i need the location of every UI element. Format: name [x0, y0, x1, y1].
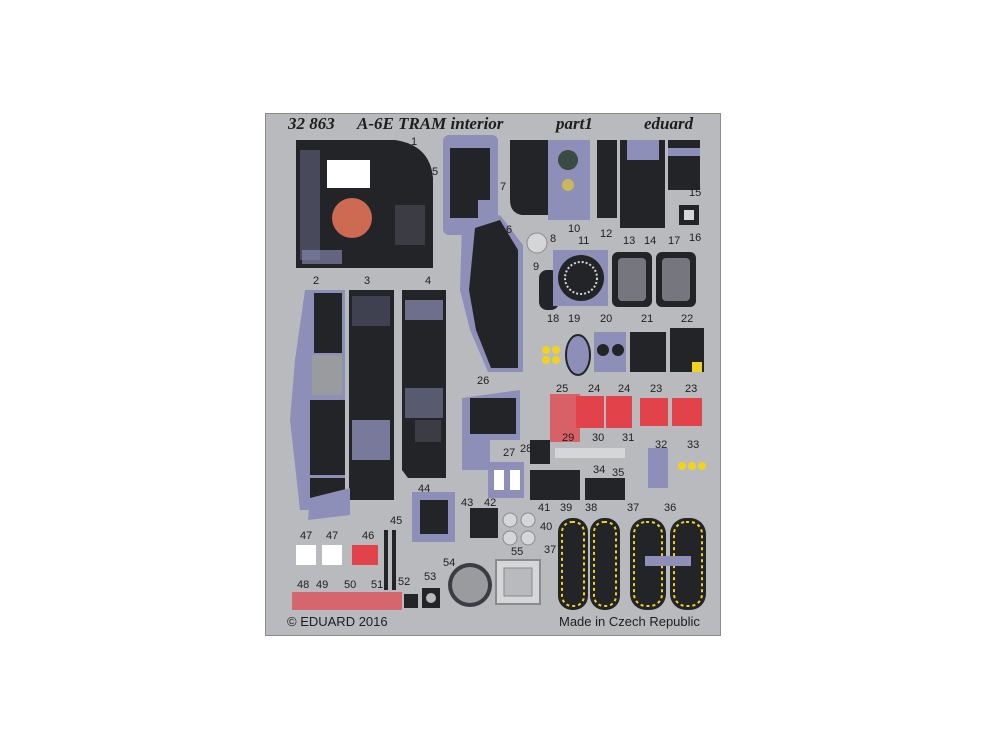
- part-number-label: 54: [443, 557, 455, 569]
- part-number-label: 27: [503, 447, 515, 459]
- part-number-label: 13: [623, 235, 635, 247]
- part-number-label: 7: [500, 181, 506, 193]
- part-1-panel: [296, 140, 433, 268]
- part-number-label: 39: [560, 502, 572, 514]
- part-6-panel: [460, 215, 523, 372]
- part-number-label: 21: [641, 313, 653, 325]
- part-number-label: 24: [588, 383, 600, 395]
- copyright-text: © EDUARD 2016: [287, 614, 388, 629]
- part-number-label: 41: [538, 502, 550, 514]
- part-7-panel: [510, 140, 590, 220]
- part-number-label: 33: [687, 439, 699, 451]
- placard-row: [550, 394, 702, 442]
- part-number-label: 5: [432, 166, 438, 178]
- part-number-label: 18: [547, 313, 559, 325]
- part-number-label: 17: [668, 235, 680, 247]
- part-number-label: 34: [593, 464, 605, 476]
- set-part: part1: [556, 114, 593, 133]
- part-number-label: 8: [550, 233, 556, 245]
- part-41-44-group: [412, 492, 536, 546]
- part-number-label: 51: [371, 579, 383, 591]
- part-2-console: [290, 290, 345, 510]
- part-number-label: 11: [578, 235, 589, 247]
- part-46-47-placards: [296, 545, 378, 565]
- part-number-label: 40: [540, 521, 552, 533]
- part-number-label: 24: [618, 383, 630, 395]
- part-13-14-screen: [612, 252, 652, 307]
- part-number-label: 29: [562, 432, 574, 444]
- set-code: 32 863: [288, 114, 335, 133]
- part-number-label: 46: [362, 530, 374, 542]
- part-48-53-row: [292, 588, 440, 610]
- part-55-frame: [495, 559, 541, 605]
- part-number-label: 47: [300, 530, 312, 542]
- part-number-label: 22: [681, 313, 693, 325]
- part-number-label: 44: [418, 483, 430, 495]
- set-title: A-6E TRAM interior: [357, 114, 504, 133]
- part-3-console: [308, 290, 394, 520]
- part-number-label: 38: [585, 502, 597, 514]
- part-number-label: 28: [520, 443, 532, 455]
- part-number-label: 1: [411, 136, 417, 148]
- part-number-label: 12: [600, 228, 612, 240]
- part-number-label: 15: [689, 187, 701, 199]
- part-54-dial: [448, 563, 492, 607]
- part-number-label: 9: [533, 261, 539, 273]
- part-number-label: 53: [424, 571, 436, 583]
- part-27-35-row: [488, 440, 706, 500]
- part-15-16-knob: [679, 205, 699, 225]
- part-number-label: 42: [484, 497, 496, 509]
- part-number-label: 23: [650, 383, 662, 395]
- part-number-label: 30: [592, 432, 604, 444]
- part-number-label: 55: [511, 546, 523, 558]
- part-number-label: 25: [556, 383, 568, 395]
- part-number-label: 2: [313, 275, 319, 287]
- part-45-strips: [384, 530, 396, 590]
- part-number-label: 31: [622, 432, 634, 444]
- part-number-label: 52: [398, 576, 410, 588]
- part-36-39-belts: [558, 518, 706, 610]
- part-number-label: 32: [655, 439, 667, 451]
- part-number-label: 45: [390, 515, 402, 527]
- part-4-console: [402, 290, 446, 478]
- part-number-label: 10: [568, 223, 580, 235]
- part-10-12-panels: [597, 140, 700, 228]
- part-26-panel: [462, 390, 520, 470]
- part-number-label: 3: [364, 275, 370, 287]
- part-number-label: 23: [685, 383, 697, 395]
- part-number-label: 43: [461, 497, 473, 509]
- part-number-label: 6: [506, 224, 512, 236]
- part-number-label: 50: [344, 579, 356, 591]
- part-number-label: 14: [644, 235, 656, 247]
- part-11-dial: [553, 250, 608, 306]
- part-number-label: 16: [689, 232, 701, 244]
- part-number-label: 37: [544, 544, 556, 556]
- brand-logo: eduard: [644, 114, 694, 133]
- part-number-label: 37: [627, 502, 639, 514]
- part-number-label: 26: [477, 375, 489, 387]
- part-number-label: 19: [568, 313, 580, 325]
- part-number-label: 36: [664, 502, 676, 514]
- part-number-label: 20: [600, 313, 612, 325]
- part-number-label: 4: [425, 275, 431, 287]
- part-17-screen: [656, 252, 696, 307]
- part-number-label: 35: [612, 467, 624, 479]
- part-number-label: 48: [297, 579, 309, 591]
- part-number-label: 49: [316, 579, 328, 591]
- part-number-label: 47: [326, 530, 338, 542]
- made-in-text: Made in Czech Republic: [559, 614, 700, 629]
- part-18-22-row: [542, 328, 704, 376]
